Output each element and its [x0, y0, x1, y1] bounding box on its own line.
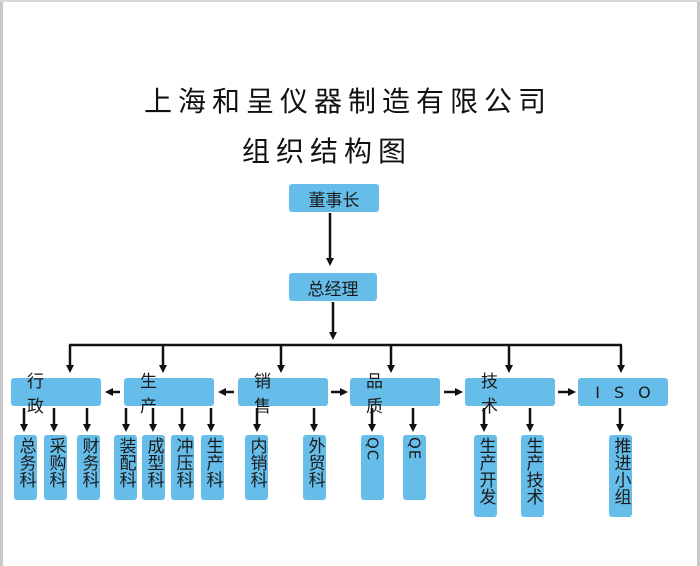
subunit-box: 冲压科 — [171, 435, 194, 500]
subunit-box: QE — [403, 435, 426, 500]
dept-tech: 技 术 — [465, 372, 555, 417]
subunit-box: 采购科 — [44, 435, 67, 500]
subunit-label: 冲压科 — [172, 437, 193, 488]
subunit-label: 生产技术 — [522, 437, 543, 505]
general-manager-box: 总经理 — [289, 273, 377, 301]
subunit-box: 生产科 — [201, 435, 224, 500]
subunit-label: QC — [363, 437, 382, 462]
chairman-label: 董事长 — [308, 190, 360, 211]
subunit-box: 装配科 — [114, 435, 137, 500]
dept-sales: 销 售 — [238, 372, 328, 417]
subunit-label: QE — [405, 437, 424, 461]
subunit-box: 生产技术 — [521, 435, 544, 517]
subunit-box: 外贸科 — [303, 435, 326, 500]
general-manager-label: 总经理 — [307, 279, 359, 300]
subunit-box: 推进小组 — [609, 435, 632, 517]
subunit-box: QC — [361, 435, 384, 500]
dept-production: 生 产 — [124, 372, 214, 417]
chart-subtitle: 组织结构图 — [242, 135, 413, 168]
subunit-label: 总务科 — [15, 437, 36, 488]
frame-top-border — [0, 0, 700, 2]
subunit-box: 生产开发 — [474, 435, 497, 517]
subunit-label: 成型科 — [143, 437, 164, 488]
subunit-box: 内销科 — [245, 435, 268, 500]
dept-label: ISO — [595, 382, 665, 402]
subunit-box: 财务科 — [77, 435, 100, 500]
dept-label: 销 售 — [254, 372, 287, 417]
subunit-box: 成型科 — [142, 435, 165, 500]
dept-label: 生 产 — [140, 372, 173, 417]
subunit-label: 内销科 — [246, 437, 267, 488]
subunit-label: 财务科 — [78, 437, 99, 488]
subunit-label: 外贸科 — [304, 437, 325, 488]
dept-label: 行 政 — [27, 372, 60, 417]
company-title: 上海和呈仪器制造有限公司 — [144, 85, 553, 118]
chairman-box: 董事长 — [289, 184, 379, 212]
subunit-label: 生产科 — [202, 437, 223, 488]
frame-left-border — [0, 0, 3, 566]
dept-admin: 行 政 — [11, 372, 101, 417]
subunit-box: 总务科 — [14, 435, 37, 500]
subunit-label: 生产开发 — [475, 437, 496, 505]
dept-label: 技 术 — [481, 372, 514, 417]
subunit-label: 推进小组 — [610, 437, 631, 505]
subunit-label: 采购科 — [45, 437, 66, 488]
dept-label: 品 质 — [366, 372, 399, 417]
dept-quality: 品 质 — [350, 372, 440, 417]
subunit-label: 装配科 — [115, 437, 136, 488]
frame-right-border — [697, 0, 700, 566]
dept-iso: ISO — [578, 378, 668, 406]
